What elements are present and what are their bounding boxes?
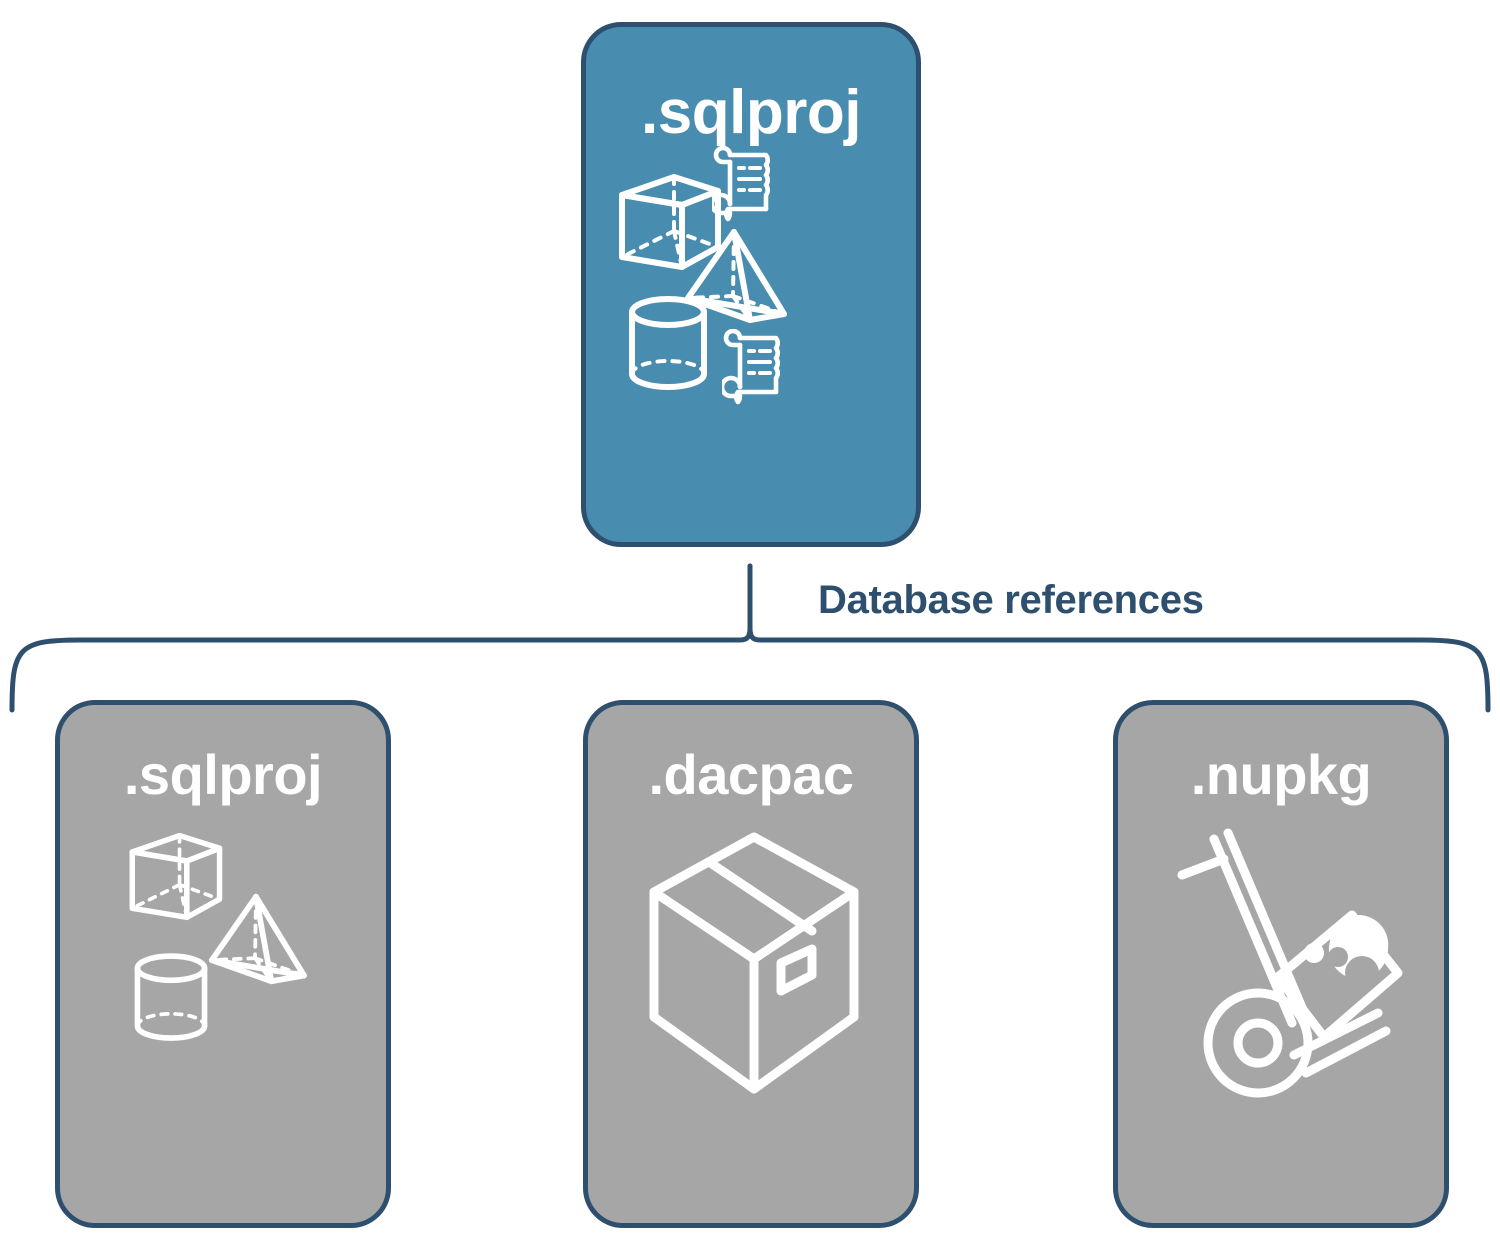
node-dacpac-label: .dacpac <box>648 743 854 806</box>
dacpac-icon-group <box>588 803 914 1223</box>
wireframe-cube-icon <box>619 174 721 270</box>
node-reference-sqlproj[interactable]: .sqlproj <box>55 700 391 1228</box>
script-scroll-icon <box>712 146 770 222</box>
wireframe-cylinder-icon <box>134 953 208 1041</box>
wireframe-cube-icon <box>129 832 223 921</box>
root-icon-group <box>586 144 916 542</box>
script-scroll-icon <box>722 329 780 405</box>
wireframe-cylinder-icon <box>629 296 707 390</box>
sqlproj-icon-group <box>60 803 386 1223</box>
nupkg-icon-group <box>1118 803 1444 1223</box>
node-nupkg-label: .nupkg <box>1190 743 1372 806</box>
node-root-sqlproj[interactable]: .sqlproj <box>581 22 921 547</box>
wireframe-pyramid-icon <box>685 229 787 323</box>
node-reference-nupkg[interactable]: .nupkg <box>1113 700 1449 1228</box>
wireframe-pyramid-icon <box>208 893 307 985</box>
connector-label: Database references <box>818 578 1204 622</box>
hand-truck-nuget-package-icon <box>1177 828 1403 1098</box>
node-sqlproj-label: .sqlproj <box>123 743 323 806</box>
package-box-icon <box>649 832 859 1094</box>
node-root-label: .sqlproj <box>641 78 861 147</box>
node-reference-dacpac[interactable]: .dacpac <box>583 700 919 1228</box>
